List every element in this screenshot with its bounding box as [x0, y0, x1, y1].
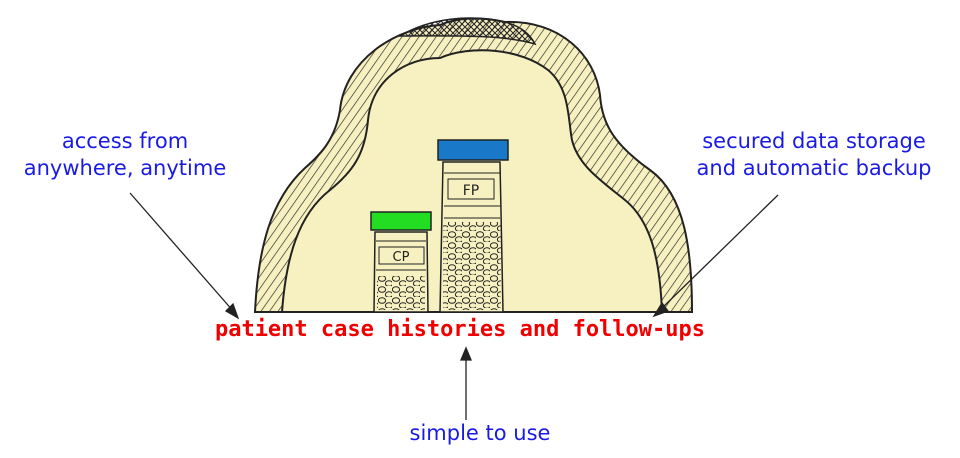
access-label: access from anywhere, anytime [0, 128, 250, 182]
jar-fp-lid [437, 139, 509, 161]
jar-fp-label: FP [463, 183, 480, 199]
access-label-line1: access from [61, 129, 189, 153]
simple-label: simple to use [409, 421, 551, 445]
arrow-access [129, 192, 240, 320]
arrow-simple [460, 346, 472, 420]
jar-cp-label: CP [393, 250, 410, 265]
arrows [129, 192, 779, 420]
secure-storage-label: secured data storage and automatic backu… [668, 128, 960, 182]
cloud-top-crosshatch [397, 17, 537, 46]
jar-cp: CP [370, 211, 432, 313]
jar-cp-lid [370, 211, 432, 231]
jar-fp: FP [437, 139, 509, 313]
main-caption: patient case histories and follow-ups [214, 317, 706, 342]
secure-label-line2: and automatic backup [696, 156, 932, 180]
arrow-secure [652, 194, 779, 318]
secure-label-line1: secured data storage [702, 129, 926, 153]
access-label-line2: anywhere, anytime [23, 156, 227, 180]
